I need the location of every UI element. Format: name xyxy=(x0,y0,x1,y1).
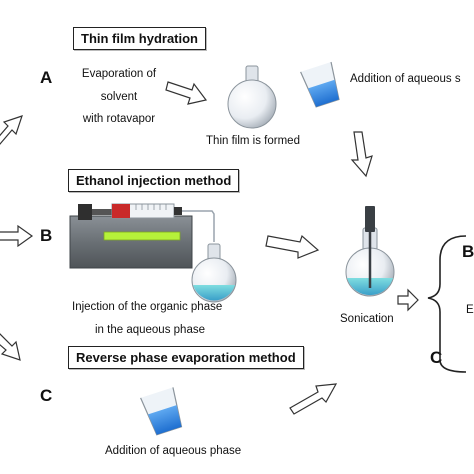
label-b: B xyxy=(40,226,53,245)
left-arrow-c xyxy=(0,333,21,361)
arrow-to-thin-film xyxy=(165,81,208,105)
arrow-to-right-panel xyxy=(397,288,419,312)
evaporation-caption-2: solvent xyxy=(100,91,138,103)
beaker-a xyxy=(300,61,340,108)
aqueous-caption-a: Addition of aqueous s xyxy=(350,73,461,85)
sonication-caption: Sonication xyxy=(340,313,394,325)
arrow-b-to-sonication xyxy=(265,234,320,259)
syringe-pump xyxy=(69,203,215,269)
beaker-c xyxy=(140,387,183,436)
reverse-phase-title: Reverse phase evaporation method xyxy=(68,346,304,369)
aqueous-caption-c: Addition of aqueous phase xyxy=(105,445,242,457)
injection-caption-1: Injection of the organic phase xyxy=(72,301,223,313)
ethanol-injection-title: Ethanol injection method xyxy=(68,169,240,192)
sonication-flask xyxy=(345,206,395,297)
evaporation-caption-1: Evaporation of xyxy=(81,68,157,80)
curly-brace xyxy=(427,235,467,373)
right-partial-text: E xyxy=(466,304,474,316)
label-c: C xyxy=(40,386,53,405)
evaporation-caption-3: with rotavapor xyxy=(82,113,156,125)
label-a: A xyxy=(40,68,53,87)
left-arrow-b xyxy=(0,224,34,248)
thin-film-caption: Thin film is formed xyxy=(206,135,300,147)
flask-thin-film xyxy=(227,65,277,129)
arrow-down-to-sonication xyxy=(350,131,373,178)
left-arrow-a xyxy=(0,115,23,145)
right-label-b: B xyxy=(462,242,474,261)
thin-film-hydration-title: Thin film hydration xyxy=(73,27,206,50)
injection-caption-2: in the aqueous phase xyxy=(95,324,205,336)
arrow-c-to-sonication xyxy=(289,383,338,415)
flask-b xyxy=(191,243,237,303)
